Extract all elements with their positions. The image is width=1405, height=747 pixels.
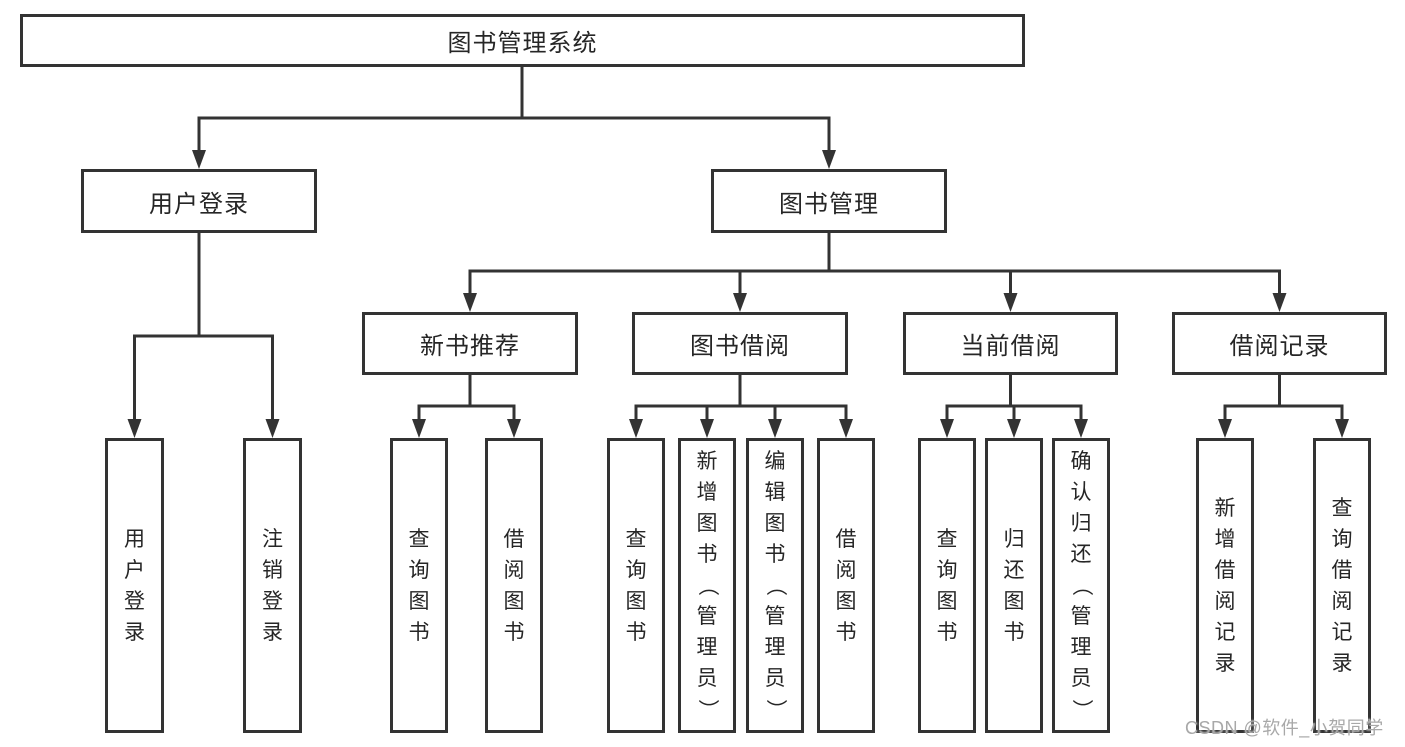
edge-book-mgmt-bus xyxy=(468,269,1281,297)
node-leaf-return-book-label: 归还图书 xyxy=(1003,527,1025,644)
node-root-label: 图书管理系统 xyxy=(447,30,598,57)
node-leaf-user-login-label: 用户登录 xyxy=(124,527,145,644)
node-leaf-confirm-return: 确认归还（管理员） xyxy=(1052,438,1110,733)
arrowhead xyxy=(822,150,836,169)
arrowhead xyxy=(127,419,142,438)
node-leaf-query-book-1-label: 查询图书 xyxy=(408,527,430,644)
arrowhead xyxy=(940,419,954,438)
node-user-login-label: 用户登录 xyxy=(149,190,249,218)
arrowhead xyxy=(629,419,643,438)
node-leaf-query-book-2-label: 查询图书 xyxy=(625,527,647,644)
node-leaf-add-record: 新增借阅记录 xyxy=(1196,438,1254,733)
node-leaf-query-record: 查询借阅记录 xyxy=(1313,438,1371,733)
node-new-book-rec: 新书推荐 xyxy=(362,312,578,375)
csdn-watermark: CSDN @软件_小贺同学 xyxy=(1185,718,1384,738)
edge-book-borrow-bus xyxy=(634,404,848,422)
node-leaf-add-record-label: 新增借阅记录 xyxy=(1214,496,1236,675)
arrowhead xyxy=(265,419,280,438)
arrowhead xyxy=(1007,419,1021,438)
node-book-borrow: 图书借阅 xyxy=(632,312,848,375)
node-leaf-confirm-return-label: 确认归还（管理员） xyxy=(1069,450,1093,720)
node-leaf-logout-label: 注销登录 xyxy=(262,527,283,644)
node-leaf-add-book: 新增图书（管理员） xyxy=(678,438,736,733)
arrowhead xyxy=(1218,419,1232,438)
edge-user-login-bus xyxy=(133,334,274,422)
node-borrow-records: 借阅记录 xyxy=(1172,312,1387,375)
node-book-borrow-label: 图书借阅 xyxy=(690,333,790,360)
node-leaf-return-book: 归还图书 xyxy=(985,438,1043,733)
arrowhead xyxy=(412,419,426,438)
node-new-book-rec-label: 新书推荐 xyxy=(420,333,520,360)
node-leaf-borrow-book-1: 借阅图书 xyxy=(485,438,543,733)
node-leaf-query-book-1: 查询图书 xyxy=(390,438,448,733)
node-leaf-query-book-3: 查询图书 xyxy=(918,438,976,733)
node-book-mgmt: 图书管理 xyxy=(711,169,947,233)
arrowhead xyxy=(839,419,853,438)
arrowheads xyxy=(127,150,1349,438)
node-leaf-user-login: 用户登录 xyxy=(105,438,164,733)
arrowhead xyxy=(1272,293,1287,312)
node-leaf-borrow-book-2: 借阅图书 xyxy=(817,438,875,733)
node-leaf-add-book-label: 新增图书（管理员） xyxy=(695,450,719,720)
node-leaf-edit-book: 编辑图书（管理员） xyxy=(746,438,804,733)
node-user-login: 用户登录 xyxy=(81,169,317,233)
arrowhead xyxy=(1003,293,1018,312)
arrowhead xyxy=(1074,419,1088,438)
node-leaf-query-record-label: 查询借阅记录 xyxy=(1331,496,1353,675)
node-root: 图书管理系统 xyxy=(20,14,1025,67)
arrowhead xyxy=(700,419,714,438)
edge-borrow-records-bus xyxy=(1223,404,1344,422)
arrowhead xyxy=(733,293,747,312)
arrowhead xyxy=(768,419,782,438)
node-current-borrow-label: 当前借阅 xyxy=(960,333,1061,360)
node-leaf-logout: 注销登录 xyxy=(243,438,302,733)
edge-new-book-rec-bus xyxy=(417,404,516,422)
node-leaf-edit-book-label: 编辑图书（管理员） xyxy=(763,450,787,720)
arrowhead xyxy=(1335,419,1349,438)
node-book-mgmt-label: 图书管理 xyxy=(779,190,879,218)
node-borrow-records-label: 借阅记录 xyxy=(1229,333,1330,360)
edge-root-bus xyxy=(197,116,831,153)
arrowhead xyxy=(463,293,477,312)
node-current-borrow: 当前借阅 xyxy=(903,312,1118,375)
arrowhead xyxy=(192,150,206,169)
node-leaf-borrow-book-2-label: 借阅图书 xyxy=(835,527,857,644)
node-leaf-query-book-3-label: 查询图书 xyxy=(936,527,958,644)
node-leaf-borrow-book-1-label: 借阅图书 xyxy=(503,527,525,644)
node-leaf-query-book-2: 查询图书 xyxy=(607,438,665,733)
arrowhead xyxy=(507,419,521,438)
